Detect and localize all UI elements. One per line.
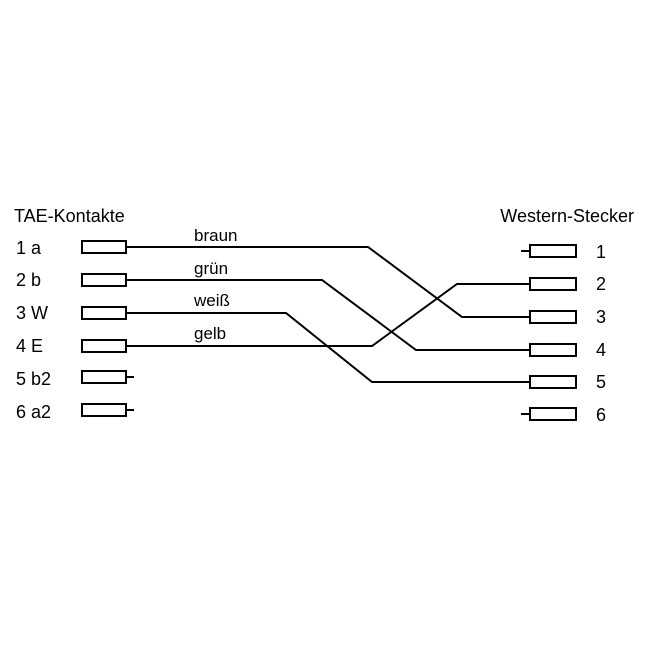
western-pin-3 [529,310,577,324]
western-pin-5 [529,375,577,389]
western-pin-1 [529,244,577,258]
western-pin-4 [529,343,577,357]
western-pin-label-4: 4 [596,340,606,360]
wire-braun [126,246,530,318]
wire-weiss [126,312,530,383]
wire-gruen [126,279,530,351]
western-pin-6 [529,407,577,421]
western-pin-label-5: 5 [596,372,606,392]
western-heading: Western-Stecker [500,206,634,226]
wire-label-gruen: grün [194,259,228,278]
tae-pin-label-5: 5 b2 [16,369,51,389]
tae-pin-label-6: 6 a2 [16,402,51,422]
wire-label-gelb: gelb [194,324,226,343]
tae-pin-label-2: 2 b [16,270,41,290]
wire-label-weiss: weiß [193,291,230,310]
western-pin-2 [529,277,577,291]
tae-pin-1 [81,240,127,254]
wire-gelb [126,283,530,347]
tae-pin-label-3: 3 W [16,303,48,323]
tae-heading: TAE-Kontakte [14,206,125,226]
tae-pin-3 [81,306,127,320]
western-pin-label-2: 2 [596,274,606,294]
tae-pin-5 [81,370,127,384]
western-pin-label-6: 6 [596,405,606,425]
tae-pin-2 [81,273,127,287]
tae-pin-label-1: 1 a [16,238,42,258]
wire-label-braun: braun [194,226,237,245]
tae-pin-label-4: 4 E [16,336,43,356]
western-pin-label-1: 1 [596,242,606,262]
western-pin-label-3: 3 [596,307,606,327]
tae-pin-4 [81,339,127,353]
tae-pin-6 [81,403,127,417]
